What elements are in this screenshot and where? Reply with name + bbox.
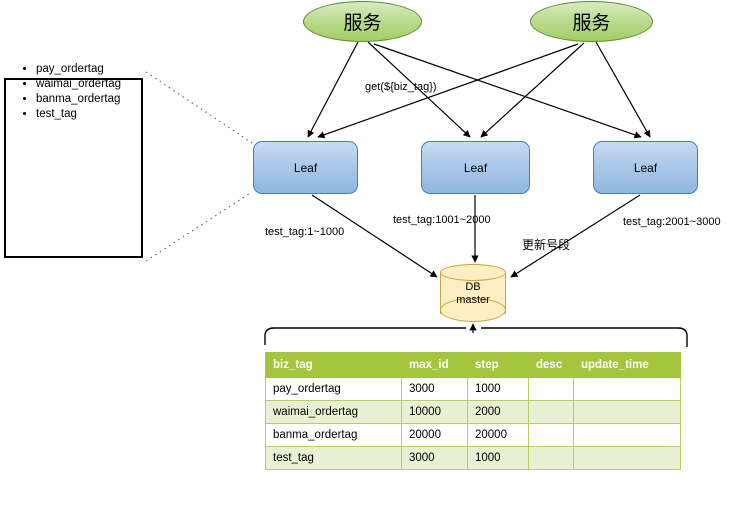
service-node-1-label: 服务 — [343, 13, 382, 34]
biz-tag-legend-list: pay_ordertag waimai_ordertag banma_order… — [20, 62, 121, 122]
db-cylinder-top — [440, 264, 506, 281]
cell-update-time — [573, 400, 681, 424]
leaf-alloc-table: biz_tag max_id step desc update_time pay… — [265, 352, 681, 470]
table-row: pay_ordertag 3000 1000 — [265, 377, 681, 401]
leaf-node-3[interactable]: Leaf — [593, 141, 698, 194]
cell-update-time — [573, 377, 681, 401]
table-header-step: step — [467, 352, 529, 378]
legend-leader-top — [145, 71, 253, 144]
cell-update-time — [573, 446, 681, 470]
service-node-2[interactable]: 服务 — [530, 1, 653, 42]
table-header-biz-tag: biz_tag — [265, 352, 402, 378]
table-header-update-time: update_time — [573, 352, 681, 378]
table-header-max-id: max_id — [401, 352, 468, 378]
legend-item: test_tag — [36, 107, 121, 122]
edge-label-segment-right: test_tag:2001~3000 — [623, 216, 721, 228]
cell-max-id: 10000 — [401, 400, 468, 424]
db-cylinder-bottom — [440, 298, 506, 322]
biz-tag-legend-box — [4, 78, 143, 258]
table-row: banma_ordertag 20000 20000 — [265, 423, 681, 447]
db-master-node[interactable]: DB master — [440, 264, 506, 322]
cell-desc — [528, 400, 574, 424]
cell-desc — [528, 446, 574, 470]
cell-step: 20000 — [467, 423, 529, 447]
legend-item: pay_ordertag — [36, 62, 121, 77]
table-row: waimai_ordertag 10000 2000 — [265, 400, 681, 424]
db-master-label: DB master — [440, 281, 506, 307]
table-bracket — [264, 327, 688, 347]
edge-service1-leaf1 — [307, 41, 359, 138]
table-header-row: biz_tag max_id step desc update_time — [265, 352, 681, 378]
db-label-line1: DB — [465, 281, 481, 293]
cell-biz-tag: test_tag — [265, 446, 402, 470]
edge-label-segment-middle: test_tag:1001~2000 — [393, 214, 491, 226]
legend-item: banma_ordertag — [36, 92, 121, 107]
edge-service2-leaf3 — [595, 41, 651, 138]
edge-label-segment-left: test_tag:1~1000 — [265, 226, 345, 238]
table-row: test_tag 3000 1000 — [265, 446, 681, 470]
service-node-2-label: 服务 — [572, 13, 611, 34]
cell-biz-tag: pay_ordertag — [265, 377, 402, 401]
cell-biz-tag: waimai_ordertag — [265, 400, 402, 424]
cell-biz-tag: banma_ordertag — [265, 423, 402, 447]
service-node-1[interactable]: 服务 — [303, 1, 422, 42]
leaf-node-2-label: Leaf — [463, 160, 488, 175]
cell-step: 1000 — [467, 446, 529, 470]
cell-step: 2000 — [467, 400, 529, 424]
leaf-node-1-label: Leaf — [293, 160, 318, 175]
cell-desc — [528, 423, 574, 447]
cell-max-id: 3000 — [401, 377, 468, 401]
cell-step: 1000 — [467, 377, 529, 401]
cell-update-time — [573, 423, 681, 447]
table-header-desc: desc — [528, 352, 574, 378]
legend-item: waimai_ordertag — [36, 77, 121, 92]
leaf-node-3-label: Leaf — [633, 160, 658, 175]
edge-service2-leaf2 — [480, 42, 585, 138]
edge-label-get-call: get(${biz_tag}) — [365, 81, 437, 93]
cell-max-id: 20000 — [401, 423, 468, 447]
edge-service2-leaf1 — [317, 43, 579, 139]
db-label-line2: master — [456, 294, 490, 306]
cell-desc — [528, 377, 574, 401]
cell-max-id: 3000 — [401, 446, 468, 470]
legend-leader-bottom — [145, 191, 253, 262]
leaf-node-2[interactable]: Leaf — [421, 141, 530, 194]
leaf-node-1[interactable]: Leaf — [253, 141, 358, 194]
edge-label-update-segment: 更新号段 — [522, 238, 571, 252]
